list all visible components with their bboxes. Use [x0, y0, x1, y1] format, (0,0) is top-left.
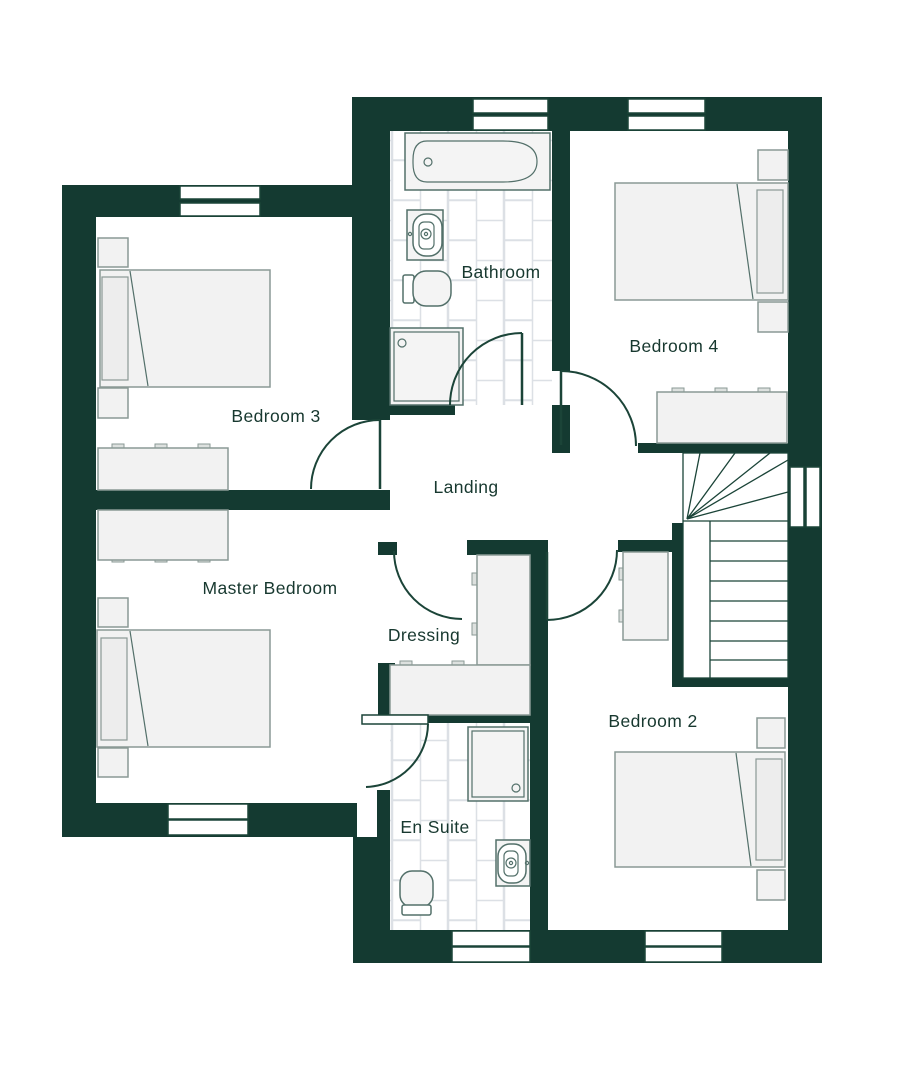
nightstand-icon: [757, 149, 789, 181]
window-icon: [627, 98, 706, 131]
nightstand-icon: [757, 301, 789, 333]
door-swing-icon: [545, 549, 618, 621]
nightstand-icon: [756, 717, 786, 749]
room-label-bedroom3: Bedroom 3: [231, 406, 320, 426]
double-bed-icon: [99, 269, 271, 388]
windows: [167, 98, 821, 963]
window-icon: [644, 930, 723, 963]
sink-icon: [406, 209, 444, 261]
nightstand-icon: [756, 869, 786, 901]
bathtub-icon: [404, 132, 551, 191]
window-icon: [451, 930, 531, 963]
doors: [310, 332, 637, 788]
door-swing-icon: [310, 419, 382, 490]
shower-tray-icon: [389, 327, 464, 406]
interior-walls: [96, 97, 788, 930]
window-icon: [472, 98, 549, 131]
sink-icon: [495, 839, 531, 887]
window-icon: [789, 466, 821, 528]
nightstand-icon: [97, 597, 129, 628]
window-icon: [179, 185, 261, 217]
exterior-walls: [62, 97, 822, 963]
wardrobe-icon: [389, 554, 531, 716]
door-swing-icon: [449, 332, 524, 406]
chest-of-drawers-icon: [97, 443, 229, 491]
room-label-bathroom: Bathroom: [461, 262, 540, 282]
shower-tray-icon: [467, 726, 529, 802]
wardrobe-icon: [618, 551, 669, 641]
door-swing-icon: [559, 370, 637, 447]
nightstand-icon: [97, 747, 129, 778]
room-label-bedroom2: Bedroom 2: [608, 711, 697, 731]
toilet-icon: [399, 870, 434, 916]
chest-of-drawers-icon: [97, 509, 229, 563]
double-bed-icon: [614, 182, 789, 301]
room-label-en-suite: En Suite: [400, 817, 469, 837]
nightstand-icon: [97, 387, 129, 419]
double-bed-icon: [96, 629, 271, 748]
door-swing-icon: [393, 550, 463, 620]
toilet-icon: [402, 270, 452, 307]
chest-of-drawers-icon: [656, 387, 788, 444]
room-label-landing: Landing: [433, 477, 498, 497]
double-bed-icon: [614, 751, 786, 868]
window-icon: [167, 803, 249, 836]
room-label-bedroom4: Bedroom 4: [629, 336, 718, 356]
door-swing-icon: [361, 714, 429, 788]
nightstand-icon: [97, 237, 129, 268]
room-labels: Bedroom 3 Bathroom Bedroom 4 Landing Mas…: [203, 262, 719, 837]
staircase-icon: [682, 452, 789, 679]
room-label-dressing: Dressing: [388, 625, 460, 645]
room-label-master-bedroom: Master Bedroom: [203, 578, 338, 598]
